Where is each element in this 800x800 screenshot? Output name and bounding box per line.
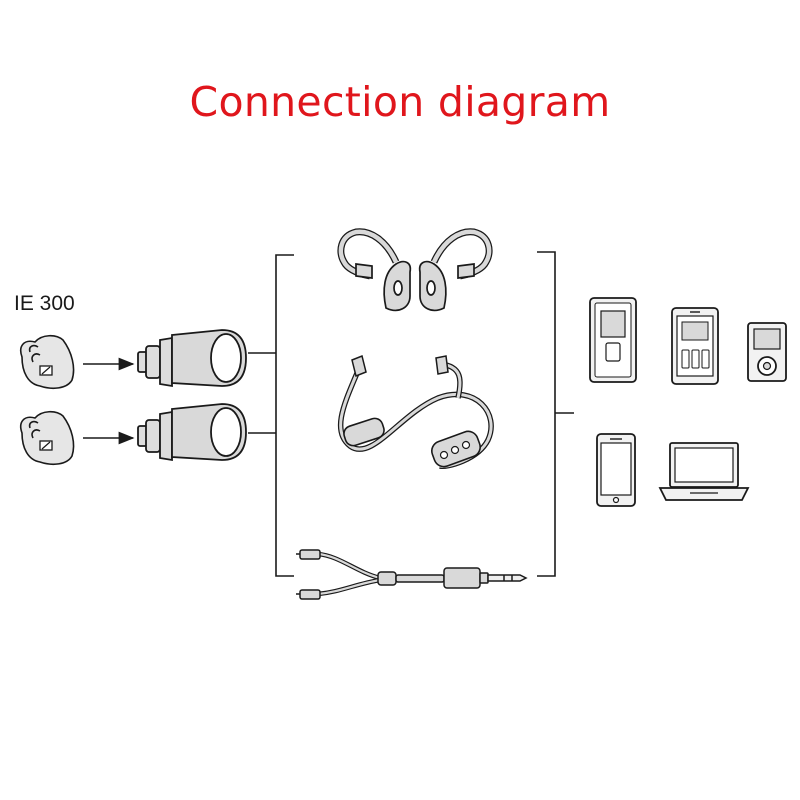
mp3-player-icon: [747, 322, 787, 382]
adapter-icon-top: [137, 329, 247, 388]
earhook-icon-left: [337, 228, 412, 312]
earhook-icon-right: [418, 228, 493, 312]
mobile-phone-icon: [596, 433, 636, 507]
left-bracket: [275, 254, 294, 577]
laptop-icon: [658, 442, 750, 501]
diagram-title: Connection diagram: [189, 78, 611, 126]
right-bracket: [537, 251, 556, 577]
adapter-icon-bottom: [137, 403, 247, 462]
y-splitter-cable-icon: [296, 549, 528, 600]
neckband-cable-icon: [337, 354, 494, 470]
earphone-icon-top: [19, 334, 75, 390]
music-player-icon: [589, 297, 637, 383]
smartphone-icon: [671, 307, 719, 385]
model-label: IE 300: [14, 292, 75, 315]
earphone-icon-bottom: [19, 410, 75, 466]
